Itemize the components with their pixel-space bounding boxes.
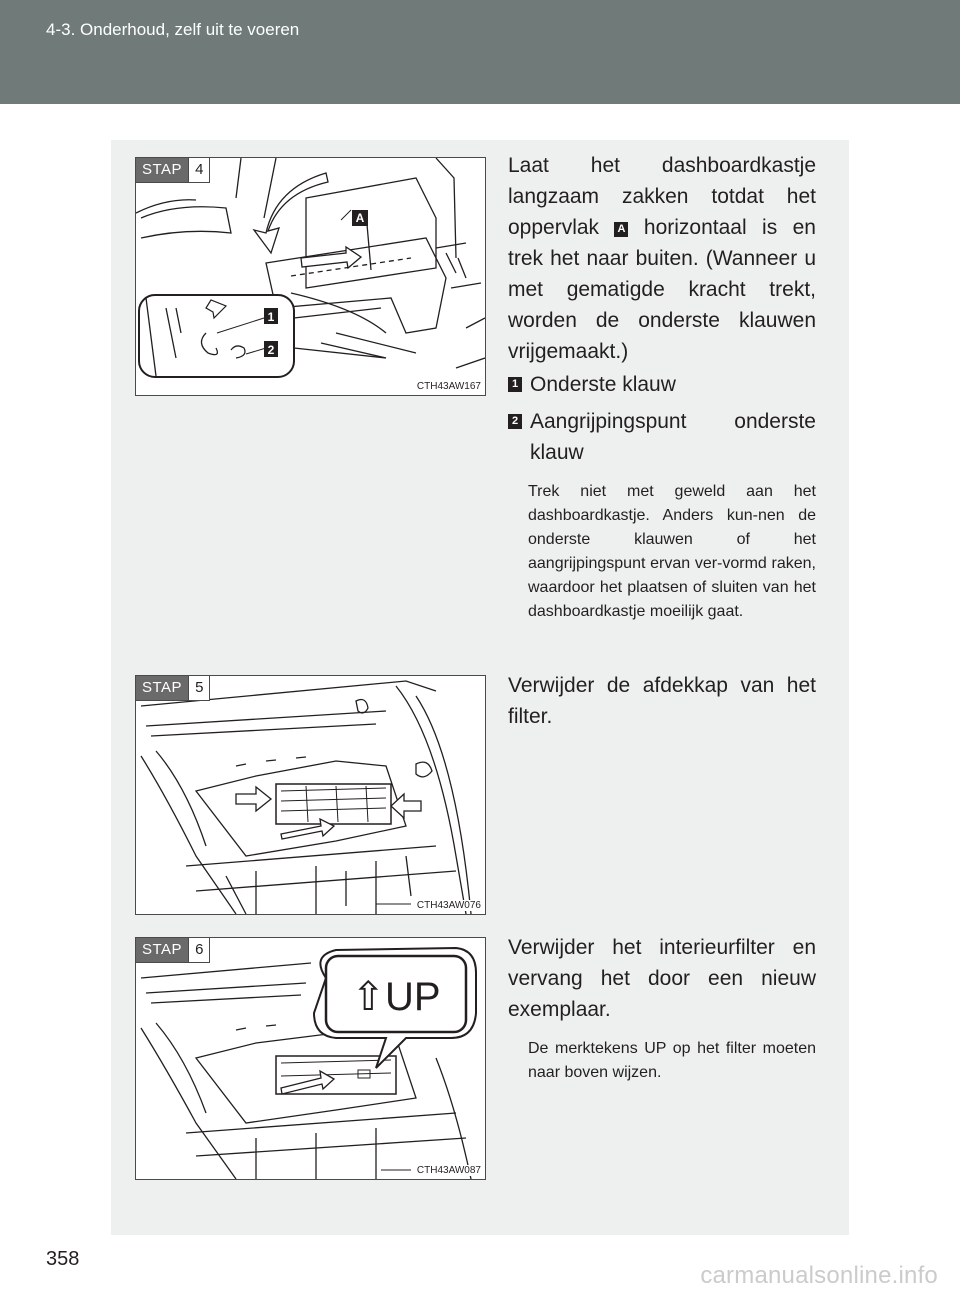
legend-item-1: 1 Onderste klauw: [508, 369, 816, 400]
figure-marker-1: 1: [268, 310, 275, 324]
step-number: 5: [188, 676, 210, 700]
filter-replacement-drawing: ⇧UP: [140, 946, 477, 1179]
section-title: 4-3. Onderhoud, zelf uit te voeren: [46, 20, 300, 39]
step-5-instruction: Verwijder de afdekkap van het filter.: [508, 674, 816, 728]
step-6-text: Verwijder het interieurfilter en vervang…: [508, 932, 816, 1085]
step-4-illustration: A 1 2 STAP 4 CTH43AW167: [135, 157, 486, 396]
up-marking-label: ⇧UP: [351, 975, 440, 1019]
marker-1: 1: [508, 377, 522, 392]
marker-a: A: [614, 222, 629, 237]
step-6-note: De merktekens UP op het filter moeten na…: [528, 1040, 816, 1081]
legend-item-2: 2 Aangrijpingspunt onderste klauw: [508, 406, 816, 468]
figure-code: CTH43AW087: [415, 1165, 482, 1176]
legend-label: Onderste klauw: [530, 373, 676, 396]
instruction-text-part-2: horizontaal is en trek het naar buiten. …: [508, 216, 816, 363]
step-5-illustration: STAP 5 CTH43AW076: [135, 675, 486, 915]
instruction-text-part-1: Laat het dashboardkastje langzaam zakken…: [508, 154, 816, 239]
page-header: 4-3. Onderhoud, zelf uit te voeren: [0, 0, 960, 104]
step-badge: STAP 4: [136, 158, 211, 183]
step-badge: STAP 6: [136, 938, 211, 963]
legend-label: Aangrijpingspunt onderste klauw: [530, 410, 816, 464]
step-4-instruction: Laat het dashboardkastje langzaam zakken…: [508, 150, 816, 367]
filter-cover-drawing: [140, 680, 472, 914]
glove-box-lowering-drawing: A 1 2: [136, 158, 485, 378]
step-6-illustration: ⇧UP STAP 6 CTH43AW087: [135, 937, 486, 1180]
figure-marker-a: A: [356, 211, 365, 225]
step-4-text: Laat het dashboardkastje langzaam zakken…: [508, 150, 816, 624]
step-label: STAP: [136, 158, 189, 182]
step-4-note: Trek niet met geweld aan het dashboardka…: [528, 483, 816, 620]
figure-code: CTH43AW167: [415, 381, 482, 392]
figure-code: CTH43AW076: [415, 900, 482, 911]
watermark: carmanualsonline.info: [700, 1262, 938, 1289]
step-number: 6: [188, 938, 210, 962]
step-6-instruction: Verwijder het interieurfilter en vervang…: [508, 936, 816, 1021]
marker-2: 2: [508, 414, 522, 429]
step-5-text: Verwijder de afdekkap van het filter.: [508, 670, 816, 732]
step-number: 4: [188, 158, 210, 182]
step-label: STAP: [136, 676, 189, 700]
page-number: 358: [46, 1248, 80, 1270]
figure-marker-2: 2: [268, 343, 275, 357]
step-badge: STAP 5: [136, 676, 211, 701]
step-label: STAP: [136, 938, 189, 962]
